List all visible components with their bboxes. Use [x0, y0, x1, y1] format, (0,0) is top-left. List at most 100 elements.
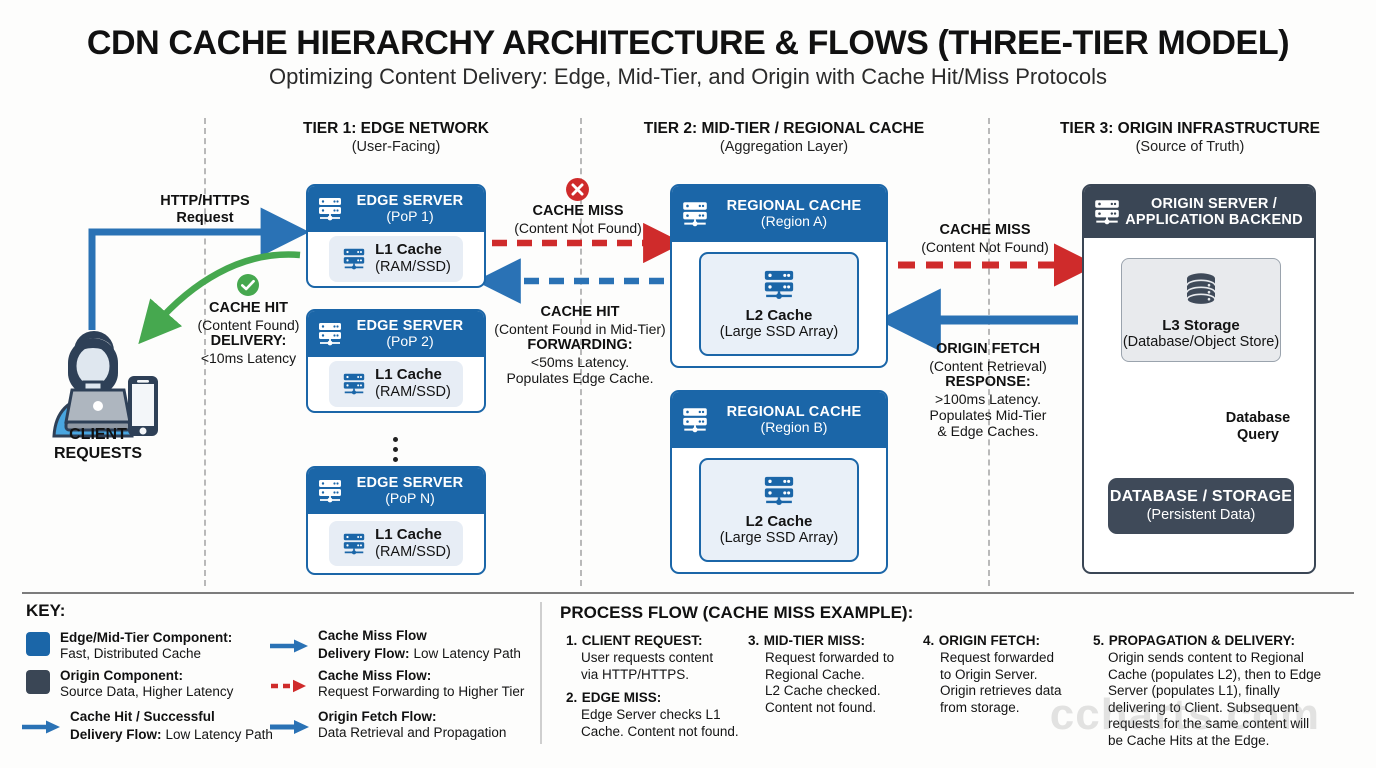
tier-1-title: TIER 1: EDGE NETWORK	[302, 120, 489, 137]
l1-cache-pop-2: L1 Cache (RAM/SSD)	[329, 361, 463, 407]
server-rack-icon	[1095, 200, 1119, 225]
legend-origin-fetch-bold: Origin Fetch Flow:	[318, 709, 437, 724]
tier-1-header: TIER 1: EDGE NETWORK (User-Facing)	[250, 120, 542, 155]
legend-origin-fetch-text: Data Retrieval and Propagation	[318, 725, 507, 741]
server-rack-icon	[319, 198, 341, 221]
regional-cache-a-sub: (Region A)	[760, 213, 828, 230]
database-query-line2: Query	[1237, 426, 1279, 443]
process-step-5-name: PROPAGATION & DELIVERY:	[1108, 633, 1295, 648]
regional-cache-b-sub: (Region B)	[760, 419, 828, 436]
process-step-5-desc: Origin sends content to Regional Cache (…	[1108, 650, 1322, 748]
red-dashed-arrow-icon	[271, 679, 306, 693]
legend-process-divider	[540, 602, 542, 744]
legend-miss-delivery-text: Low Latency Path	[413, 646, 521, 662]
user-with-laptop-and-phone-icon	[52, 331, 158, 438]
edge-miss-line2: (Content Not Found)	[514, 219, 642, 236]
legend-item-cache-miss-delivery: Cache Miss Flow Delivery Flow:Low Latenc…	[268, 628, 558, 663]
process-step-4: 4. ORIGIN FETCH: Request forwarded to Or…	[923, 632, 1098, 716]
legend-item-origin-component: Origin Component: Source Data, Higher La…	[26, 668, 296, 700]
regional-cache-b-body: L2 Cache (Large SSD Array)	[672, 448, 886, 572]
tier-2-title: TIER 2: MID-TIER / REGIONAL CACHE	[643, 120, 925, 137]
arrow-cache-hit-client	[138, 251, 301, 345]
process-step-1-num: 1.	[566, 633, 578, 648]
label-midtier-cache-miss: CACHE MISS (Content Not Found)	[895, 222, 1075, 255]
regional-cache-region-a[interactable]: REGIONAL CACHE (Region A) L2 Cache (Larg…	[670, 184, 888, 368]
tier-2-subtitle: (Aggregation Layer)	[719, 139, 849, 155]
legend-item-cache-hit-flow: Cache Hit / Successful Delivery Flow:Low…	[20, 709, 300, 744]
regional-cache-b-title: REGIONAL CACHE	[726, 404, 862, 421]
process-step-1-name: CLIENT REQUEST:	[581, 633, 703, 648]
process-step-5-num: 5.	[1093, 633, 1105, 648]
edge-server-pop-2-title: EDGE SERVER	[356, 318, 464, 335]
origin-server-title-line2: APPLICATION BACKEND	[1125, 212, 1303, 228]
l3-storage-box: L3 Storage (Database/Object Store)	[1121, 258, 1281, 362]
origin-fetch-line4: >100ms Latency.	[935, 390, 1041, 407]
tier-separator-1	[204, 118, 206, 586]
legend-item-origin-fetch-flow: Origin Fetch Flow: Data Retrieval and Pr…	[268, 709, 568, 741]
origin-fetch-line1: ORIGIN FETCH	[936, 341, 1040, 357]
label-database-query: Database Query	[1210, 410, 1306, 444]
legend-item-cache-miss-forwarding: Cache Miss Flow: Request Forwarding to H…	[268, 668, 568, 700]
client-hit-line3: DELIVERY:	[210, 333, 287, 350]
tier-1-subtitle: (User-Facing)	[351, 139, 441, 155]
legend-miss-forwarding-bold: Cache Miss Flow:	[318, 668, 432, 683]
database-storage-name: DATABASE / STORAGE	[1109, 488, 1293, 506]
midtier-miss-line2: (Content Not Found)	[921, 238, 1049, 255]
process-step-1: 1. CLIENT REQUEST: User requests content…	[566, 632, 746, 683]
process-step-3-name: MID-TIER MISS:	[763, 633, 865, 648]
process-step-1-desc: User requests content via HTTP/HTTPS.	[581, 650, 714, 682]
blue-solid-arrow-icon	[270, 720, 309, 734]
http-request-line1: HTTP/HTTPS	[160, 193, 250, 209]
arrow-http-request	[88, 207, 310, 330]
origin-fetch-line2: (Content Retrieval)	[929, 357, 1047, 374]
client-label-line1: CLIENT	[69, 426, 127, 443]
process-step-4-name: ORIGIN FETCH:	[938, 633, 1040, 648]
process-step-5: 5. PROPAGATION & DELIVERY: Origin sends …	[1093, 632, 1363, 750]
l1-cache-pop-n: L1 Cache (RAM/SSD)	[329, 520, 463, 567]
l1-cache-pop-1-name: L1 Cache	[375, 241, 442, 259]
edge-server-pop-n-body: L1 Cache (RAM/SSD)	[308, 514, 484, 573]
midtier-hit-line2: (Content Found in Mid-Tier)	[494, 320, 666, 337]
database-storage-block[interactable]: DATABASE / STORAGE (Persistent Data)	[1108, 478, 1294, 534]
label-edge-cache-miss: CACHE MISS (Content Not Found)	[488, 203, 668, 236]
bottom-divider	[22, 592, 1354, 594]
tier-3-header: TIER 3: ORIGIN INFRASTRUCTURE (Source of…	[1030, 120, 1350, 155]
l1-cache-pop-n-sub: (RAM/SSD)	[375, 543, 451, 560]
process-step-3: 3. MID-TIER MISS: Request forwarded to R…	[748, 632, 938, 716]
legend-miss-delivery-bold2: Delivery Flow:	[318, 646, 410, 662]
edge-server-pop-2-body: L1 Cache (RAM/SSD)	[308, 357, 484, 411]
tier-3-title: TIER 3: ORIGIN INFRASTRUCTURE	[1059, 120, 1321, 137]
regional-cache-region-b[interactable]: REGIONAL CACHE (Region B) L2 Cache (Larg…	[670, 390, 888, 574]
l2-cache-region-a: L2 Cache (Large SSD Array)	[699, 252, 859, 356]
legend-cache-hit-bold2: Delivery Flow:	[70, 727, 162, 743]
database-cylinder-icon	[1186, 272, 1216, 306]
origin-fetch-line3: RESPONSE:	[945, 374, 1031, 391]
server-rack-icon	[343, 373, 365, 395]
server-rack-icon	[764, 477, 794, 506]
midtier-hit-line1: CACHE HIT	[540, 304, 620, 320]
edge-servers-ellipsis	[393, 437, 398, 462]
edge-server-pop-2[interactable]: EDGE SERVER (PoP 2) L1 Cache (RAM/SSD)	[306, 309, 486, 413]
regional-cache-a-body: L2 Cache (Large SSD Array)	[672, 242, 886, 366]
l1-cache-pop-n-name: L1 Cache	[375, 525, 442, 543]
origin-server-node[interactable]: ORIGIN SERVER / APPLICATION BACKEND L3 S…	[1082, 184, 1316, 574]
process-step-2: 2. EDGE MISS: Edge Server checks L1 Cach…	[566, 689, 761, 740]
legend-miss-forwarding-text: Request Forwarding to Higher Tier	[318, 684, 525, 700]
regional-cache-a-title: REGIONAL CACHE	[726, 198, 862, 215]
server-rack-icon	[764, 271, 794, 300]
tier-3-subtitle: (Source of Truth)	[1135, 139, 1245, 155]
http-request-line2: Request	[176, 209, 234, 226]
edge-server-pop-n-header: EDGE SERVER (PoP N)	[308, 468, 484, 514]
legend-cache-hit-text: Low Latency Path	[165, 727, 273, 743]
legend-item-edge-component: Edge/Mid-Tier Component: Fast, Distribut…	[26, 630, 286, 662]
edge-server-pop-1[interactable]: EDGE SERVER (PoP 1) L1 Cache (RAM/SSD)	[306, 184, 486, 288]
edge-server-pop-1-body: L1 Cache (RAM/SSD)	[308, 232, 484, 286]
blue-square-swatch-icon	[26, 632, 50, 656]
edge-miss-line1: CACHE MISS	[532, 203, 624, 219]
blue-solid-arrow-icon	[270, 639, 308, 653]
edge-server-pop-n[interactable]: EDGE SERVER (PoP N) L1 Cache (RAM/SSD)	[306, 466, 486, 575]
process-flow-title: PROCESS FLOW (CACHE MISS EXAMPLE):	[560, 603, 914, 622]
edge-server-pop-2-sub: (PoP 2)	[386, 333, 434, 350]
legend-cache-hit-bold: Cache Hit / Successful	[70, 709, 215, 724]
server-rack-icon	[343, 533, 365, 554]
